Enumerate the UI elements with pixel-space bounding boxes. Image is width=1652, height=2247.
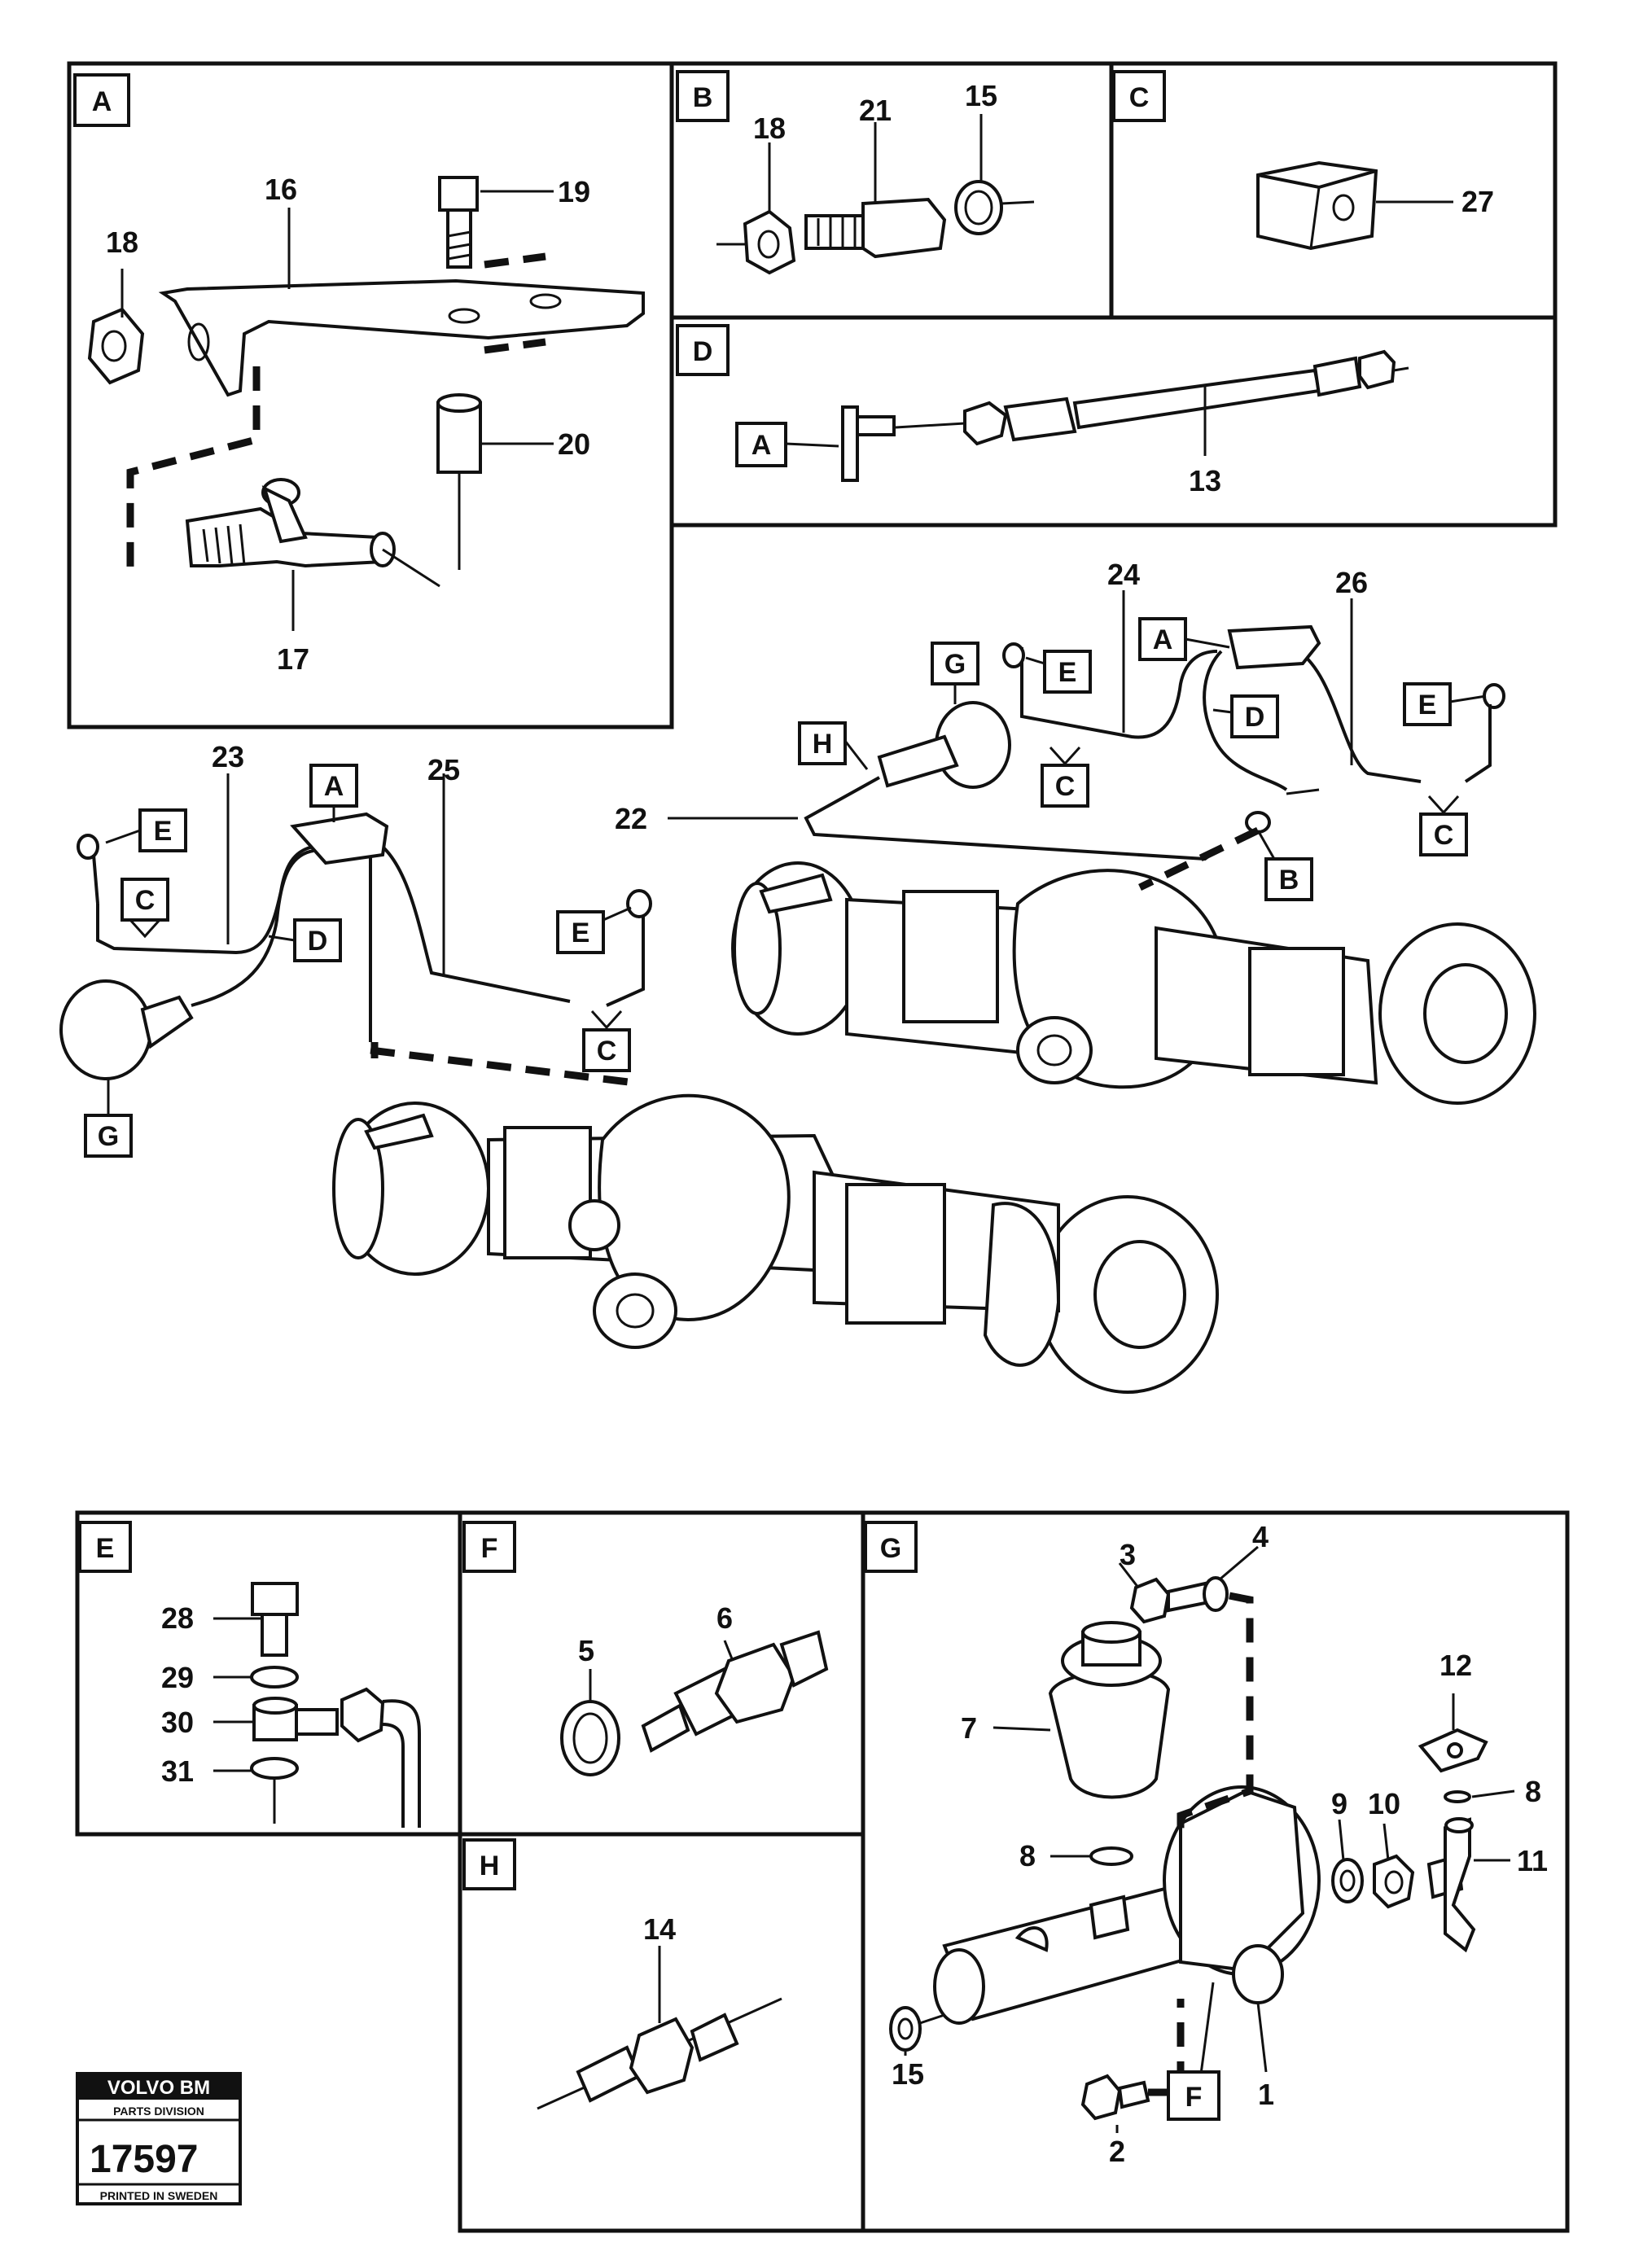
panel-e: E 28 29 30 31 (75, 1510, 462, 1837)
label-14: 14 (643, 1912, 676, 1946)
panel-f-letter: F (481, 1533, 498, 1564)
ref-c-left: C (135, 885, 156, 916)
label-23: 23 (212, 740, 244, 773)
label-6: 6 (716, 1601, 733, 1635)
panel-e-letter: E (96, 1533, 115, 1564)
panel-h-letter: H (480, 1851, 500, 1881)
panel-a-letter: A (92, 86, 112, 117)
logo-division: PARTS DIVISION (113, 2105, 204, 2118)
label-15-b: 15 (965, 79, 997, 112)
ref-g-left: G (98, 1121, 119, 1152)
label-11: 11 (1517, 1844, 1548, 1877)
label-3: 3 (1120, 1538, 1136, 1571)
ref-a-left: A (324, 771, 344, 802)
label-18-a: 18 (106, 226, 138, 259)
ref-a-d: A (752, 430, 772, 461)
label-31: 31 (161, 1754, 194, 1788)
label-1: 1 (1258, 2078, 1274, 2111)
callouts-middle: A E C D G E C G H E C A (84, 558, 1487, 1158)
label-10: 10 (1368, 1787, 1400, 1820)
label-18-b: 18 (753, 112, 786, 145)
label-30: 30 (161, 1706, 194, 1739)
panel-f: F 5 6 (458, 1510, 865, 1837)
front-axle-assembly (332, 1093, 1219, 1394)
ref-a-right: A (1153, 624, 1173, 655)
ref-e-left: E (154, 816, 173, 847)
label-22: 22 (615, 802, 647, 835)
label-25: 25 (427, 753, 460, 786)
rear-axle-assembly (731, 861, 1536, 1105)
label-21: 21 (859, 94, 892, 127)
label-29: 29 (161, 1661, 194, 1694)
ref-d-left: D (308, 926, 328, 957)
right-brake-lines (804, 624, 1505, 891)
panel-d: D A 13 (669, 315, 1558, 528)
panel-a: A 16 (67, 61, 674, 729)
label-24: 24 (1107, 558, 1140, 591)
label-7: 7 (961, 1711, 977, 1745)
ref-b: B (1279, 865, 1299, 896)
panel-d-letter: D (693, 336, 713, 367)
volvo-bm-logo: VOLVO BM PARTS DIVISION 17597 PRINTED IN… (76, 2072, 242, 2205)
ref-f: F (1185, 2082, 1203, 2113)
label-8-g2: 8 (1525, 1775, 1541, 1808)
panel-b: B 18 21 15 (669, 61, 1114, 320)
label-20: 20 (558, 427, 590, 461)
ref-h: H (813, 729, 833, 760)
label-13: 13 (1189, 464, 1221, 497)
label-16: 16 (265, 173, 297, 206)
ref-d-right: D (1245, 702, 1265, 733)
ref-c-right-2: C (1434, 820, 1454, 851)
logo-printed: PRINTED IN SWEDEN (100, 2189, 218, 2202)
label-26: 26 (1335, 566, 1368, 599)
label-5: 5 (578, 1634, 594, 1667)
logo-brand: VOLVO BM (107, 2077, 210, 2099)
ref-e-mid: E (572, 918, 590, 948)
label-12: 12 (1439, 1649, 1472, 1682)
ref-c-mid: C (597, 1036, 617, 1067)
panel-g: G (861, 1510, 1570, 2233)
panel-c-letter: C (1129, 82, 1150, 113)
panel-c: C 27 (1109, 61, 1558, 320)
label-9: 9 (1331, 1787, 1347, 1820)
label-8-g: 8 (1019, 1839, 1036, 1872)
ref-e-right-1: E (1058, 657, 1077, 688)
label-4: 4 (1252, 1520, 1269, 1553)
label-27: 27 (1461, 185, 1494, 218)
label-28: 28 (161, 1601, 194, 1635)
left-brake-lines (59, 812, 652, 1087)
logo-number: 17597 (90, 2138, 198, 2181)
panel-h: H 14 (458, 1832, 865, 2233)
label-2: 2 (1109, 2135, 1125, 2168)
label-17: 17 (277, 642, 309, 676)
ref-g-right: G (944, 649, 966, 680)
panel-b-letter: B (693, 82, 713, 113)
label-15-g: 15 (892, 2057, 924, 2091)
label-19: 19 (558, 175, 590, 208)
ref-e-right-2: E (1418, 690, 1437, 721)
panel-g-letter: G (880, 1533, 901, 1564)
ref-c-right-1: C (1055, 771, 1076, 802)
